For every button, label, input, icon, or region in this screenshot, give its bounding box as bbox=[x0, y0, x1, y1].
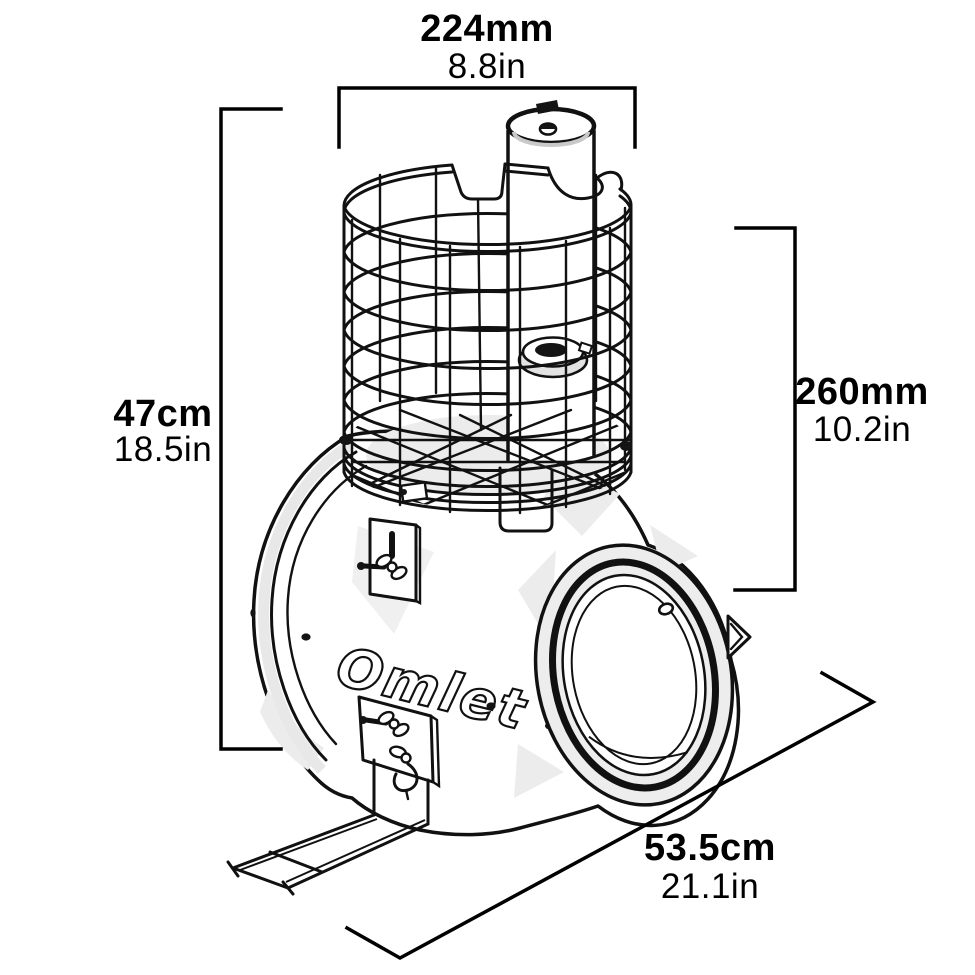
wing-nut bbox=[357, 553, 408, 581]
rim-notch bbox=[450, 162, 507, 201]
dimension-value-imperial: 10.2in bbox=[813, 410, 911, 449]
cage-clamp bbox=[339, 435, 353, 445]
cage-latch bbox=[399, 481, 429, 503]
rivet bbox=[250, 608, 256, 618]
wing-nut-latch bbox=[388, 745, 419, 801]
cage-vertical-wires bbox=[342, 204, 633, 515]
dimension-right-height: 260mm 10.2in bbox=[733, 226, 928, 592]
side-tab bbox=[726, 614, 752, 660]
wing-nut bbox=[359, 710, 410, 738]
cage-hanger-wire bbox=[498, 466, 554, 533]
upper-mounting-plate bbox=[357, 517, 422, 605]
pole-cap-tab bbox=[536, 100, 559, 114]
cage-top-rim bbox=[342, 162, 633, 253]
cage-rings bbox=[342, 250, 633, 512]
cage-clamp bbox=[620, 441, 632, 451]
dimension-bracket bbox=[337, 86, 637, 149]
rivet bbox=[301, 633, 311, 641]
dimension-value-imperial: 18.5in bbox=[114, 430, 212, 469]
dimension-value-metric: 260mm bbox=[795, 371, 928, 413]
dimension-value-metric: 224mm bbox=[420, 8, 553, 50]
dimension-bracket bbox=[344, 670, 877, 961]
pole-collar bbox=[517, 336, 594, 379]
lower-mounting-plate bbox=[357, 695, 441, 801]
ground-anchor-frame bbox=[226, 758, 430, 896]
dimension-bracket bbox=[733, 226, 797, 592]
body-shading bbox=[514, 744, 564, 798]
rim-hole bbox=[657, 602, 675, 616]
dimension-left-height: 47cm 18.5in bbox=[113, 107, 283, 751]
dimension-value-metric: 53.5cm bbox=[644, 827, 776, 869]
wire-cage bbox=[339, 162, 634, 533]
pole-cap-button bbox=[538, 122, 558, 136]
dimension-bracket bbox=[219, 107, 283, 751]
rim-pole-keyhole bbox=[546, 166, 624, 201]
dimension-value-imperial: 21.1in bbox=[661, 867, 759, 906]
dimension-value-metric: 47cm bbox=[113, 393, 212, 435]
rear-rim-ring bbox=[258, 439, 368, 774]
dimension-bottom-depth: 53.5cm 21.1in bbox=[344, 670, 877, 961]
dimension-top-width: 224mm 8.8in bbox=[337, 8, 637, 149]
front-opening-ring bbox=[533, 543, 735, 807]
rivet bbox=[486, 702, 496, 710]
dimension-value-imperial: 8.8in bbox=[448, 47, 526, 86]
